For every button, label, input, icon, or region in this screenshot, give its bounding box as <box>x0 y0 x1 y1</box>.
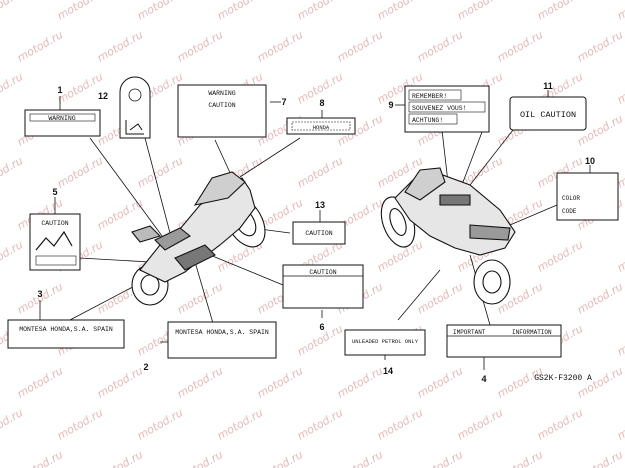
label-13-caution: CAUTION <box>292 221 346 245</box>
warning-strip-text: WARNING <box>48 115 75 122</box>
remember-line-3: ACHTUNG! <box>412 117 443 124</box>
label-10-color-code: COLOR CODE <box>556 172 619 221</box>
callout-numbers: 1 2 3 4 5 6 7 8 9 10 11 12 13 14 <box>37 81 595 384</box>
callout-2: 2 <box>143 362 148 372</box>
label-7-warning-caution: WARNING CAUTION <box>177 84 267 138</box>
label-12-emblem <box>119 76 151 139</box>
callout-9: 9 <box>388 100 393 110</box>
emblem-icon <box>125 120 144 135</box>
label-6-caution-text: CAUTION <box>309 269 336 276</box>
color-code-line-2: CODE <box>562 208 577 215</box>
callout-8: 8 <box>319 98 324 108</box>
part-code: GS2K-F3200 A <box>534 374 592 383</box>
honda-strip-text: HONDA <box>313 124 330 131</box>
callout-12: 12 <box>98 91 108 101</box>
label-8-honda: HONDA <box>286 117 356 135</box>
information-text: INFORMATION <box>512 329 552 336</box>
important-text: IMPORTANT <box>453 329 486 336</box>
callout-4: 4 <box>481 374 486 384</box>
label-7-warning-text: WARNING <box>208 90 235 97</box>
label-4-important: IMPORTANT INFORMATION <box>446 324 562 358</box>
label-5-caution-text: CAUTION <box>41 220 68 227</box>
label-7-caution-text: CAUTION <box>208 102 235 109</box>
watermark-text: motod.ru <box>615 0 625 23</box>
label-13-caution-text: CAUTION <box>305 230 332 237</box>
oil-caution-text: OIL CAUTION <box>520 110 576 120</box>
label-14-petrol: UNLEADED PETROL ONLY <box>344 329 426 356</box>
callout-14: 14 <box>383 366 393 376</box>
label-6-caution: CAUTION <box>282 264 364 309</box>
motorcycle-left <box>131 171 266 306</box>
hand-warning-icon <box>35 230 73 251</box>
label-1-warning: WARNING <box>24 109 101 137</box>
label-2-montesa-text: MONTESA HONDA,S.A. SPAIN <box>175 329 269 336</box>
remember-line-2: SOUVENEZ VOUS! <box>412 105 467 112</box>
motorcycle-right <box>380 167 516 305</box>
color-code-line-1: COLOR <box>562 195 580 202</box>
callout-6: 6 <box>319 322 324 332</box>
label-5-caution: CAUTION <box>29 213 81 271</box>
callout-7: 7 <box>281 97 286 107</box>
callout-5: 5 <box>52 187 57 197</box>
label-2-montesa: MONTESA HONDA,S.A. SPAIN <box>167 321 277 359</box>
petrol-text: UNLEADED PETROL ONLY <box>352 338 419 345</box>
label-3-montesa-text: MONTESA HONDA,S.A. SPAIN <box>19 326 113 333</box>
label-3-montesa: MONTESA HONDA,S.A. SPAIN <box>7 319 125 349</box>
callout-1: 1 <box>57 85 62 95</box>
remember-line-1: REMEMBER! <box>412 93 447 100</box>
label-9-remember: REMEMBER! SOUVENEZ VOUS! ACHTUNG! <box>404 85 490 133</box>
callout-3: 3 <box>37 289 42 299</box>
callout-11: 11 <box>543 81 553 91</box>
label-11-oil-caution: OIL CAUTION <box>509 96 587 131</box>
callout-13: 13 <box>315 200 325 210</box>
callout-10: 10 <box>585 156 595 166</box>
